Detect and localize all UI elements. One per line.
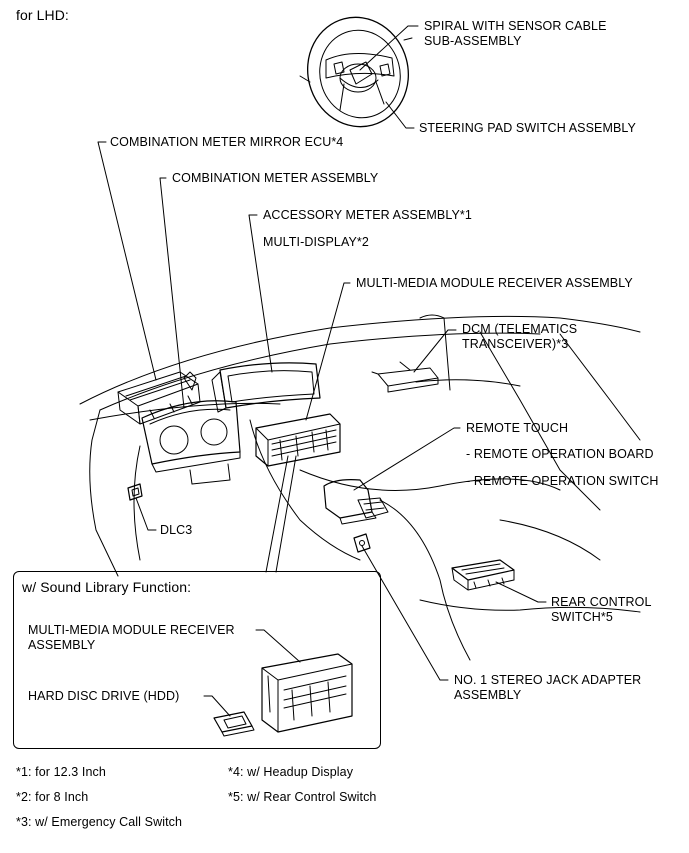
dlc3-illustration — [127, 483, 143, 501]
label-multi-display: MULTI-DISPLAY*2 — [263, 235, 369, 249]
label-dcm: DCM (TELEMATICS TRANSCEIVER)*3 — [462, 322, 578, 351]
steering-wheel-illustration — [299, 16, 413, 128]
dashboard-illustration — [79, 314, 641, 661]
footnote-4: *4: w/ Headup Display — [228, 765, 354, 779]
combination-meter-illustration — [141, 371, 241, 485]
label-remote-operation-switch: - REMOTE OPERATION SWITCH — [466, 474, 659, 488]
inset-hdd-illustration — [213, 711, 255, 737]
label-remote-operation-board: - REMOTE OPERATION BOARD — [466, 447, 654, 461]
inset-mm-receiver-illustration — [261, 653, 353, 733]
page-heading: for LHD: — [16, 7, 69, 23]
inset-title: w/ Sound Library Function: — [22, 579, 192, 595]
mm-receiver-illustration — [255, 413, 341, 467]
footnote-5: *5: w/ Rear Control Switch — [228, 790, 377, 804]
stereo-jack-illustration — [353, 533, 371, 553]
footnote-2: *2: for 8 Inch — [16, 790, 89, 804]
footnote-1: *1: for 12.3 Inch — [16, 765, 106, 779]
label-stereo-jack-adapter: NO. 1 STEREO JACK ADAPTER ASSEMBLY — [454, 673, 642, 702]
mirror-ecu-illustration — [117, 371, 201, 425]
remote-touch-illustration — [323, 479, 389, 525]
label-mm-receiver: MULTI-MEDIA MODULE RECEIVER ASSEMBLY — [356, 276, 633, 290]
dcm-illustration — [371, 361, 439, 393]
rear-control-switch-illustration — [451, 559, 515, 591]
label-steering-pad-switch: STEERING PAD SWITCH ASSEMBLY — [419, 121, 636, 135]
label-dlc3: DLC3 — [160, 523, 193, 537]
label-accessory-meter: ACCESSORY METER ASSEMBLY*1 — [263, 208, 472, 222]
label-combination-meter-mirror-ecu: COMBINATION METER MIRROR ECU*4 — [110, 135, 344, 149]
leader-lines — [97, 25, 547, 717]
inset-label-hdd: HARD DISC DRIVE (HDD) — [28, 689, 180, 703]
inset-box-sound-library — [13, 571, 381, 749]
accessory-meter-illustration — [211, 362, 321, 413]
label-remote-touch: REMOTE TOUCH — [466, 421, 569, 435]
label-combination-meter: COMBINATION METER ASSEMBLY — [172, 171, 379, 185]
label-rear-control-switch: REAR CONTROL SWITCH*5 — [551, 595, 652, 624]
label-spiral-cable: SPIRAL WITH SENSOR CABLE SUB-ASSEMBLY — [424, 19, 607, 48]
inset-label-mm-receiver: MULTI-MEDIA MODULE RECEIVER ASSEMBLY — [28, 623, 235, 652]
footnote-3: *3: w/ Emergency Call Switch — [16, 815, 183, 829]
